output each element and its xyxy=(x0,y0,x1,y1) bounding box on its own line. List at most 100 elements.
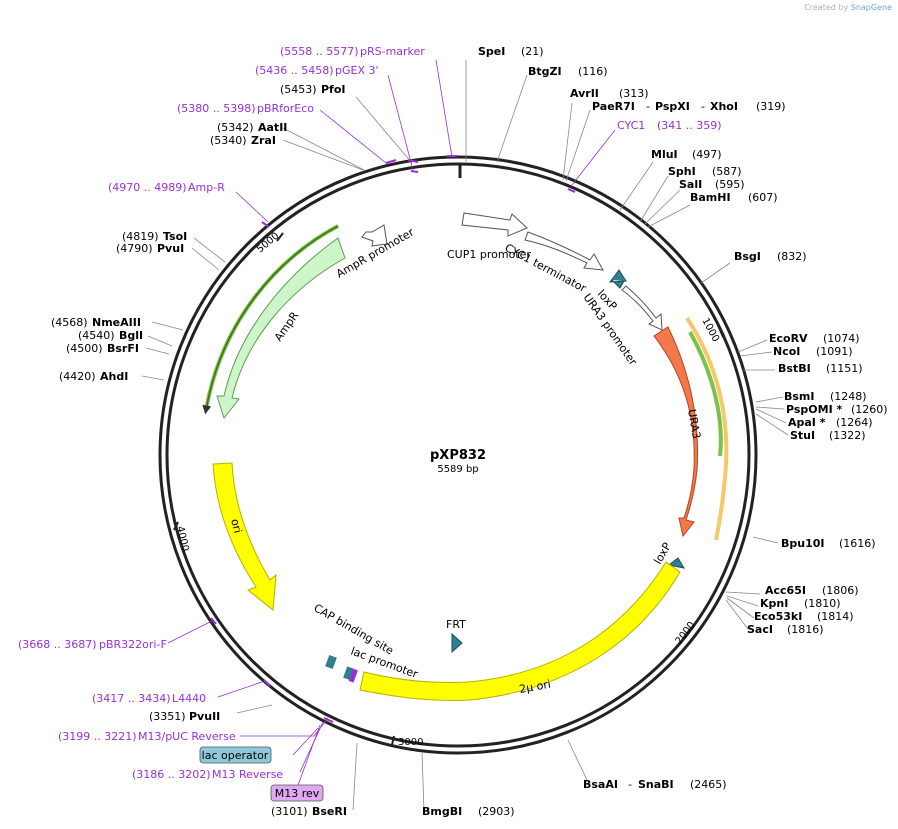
site-sphi[interactable]: SphI(587) xyxy=(668,165,742,178)
site-bseri[interactable]: (3101)BseRI xyxy=(271,805,347,818)
svg-text:BsaAI: BsaAI xyxy=(583,778,618,791)
site-nmeaiii[interactable]: (4568)NmeAIII xyxy=(51,316,141,329)
site-pspomi[interactable]: PspOMI *(1260) xyxy=(786,403,888,416)
ura3-promoter-arrow[interactable] xyxy=(621,285,663,331)
primer-pbrforeco[interactable]: (5380 .. 5398)pBRforEco xyxy=(177,102,314,115)
site-stui[interactable]: StuI (1322) xyxy=(790,429,866,442)
ura3-primer-strip xyxy=(688,331,723,457)
svg-text:SnaBI: SnaBI xyxy=(638,778,674,791)
primer-prs-marker[interactable]: (5558 .. 5577)pRS-marker xyxy=(280,45,425,58)
loxp-top-arrow[interactable] xyxy=(608,269,627,289)
site-mlui[interactable]: MluI(497) xyxy=(651,148,722,161)
tick-4000: 4000 xyxy=(173,521,191,552)
site-aatii[interactable]: (5342)AatII xyxy=(217,121,287,134)
primer-amp-r[interactable]: (4970 .. 4989)Amp-R xyxy=(108,181,225,194)
lac-operator-tag[interactable]: lac operator xyxy=(199,746,272,764)
svg-text:(1151): (1151) xyxy=(826,362,863,375)
svg-text:(2903): (2903) xyxy=(478,805,515,818)
site-pfoi[interactable]: (5453)PfoI xyxy=(280,83,346,96)
svg-text:(4568): (4568) xyxy=(51,316,88,329)
svg-text:AvrII: AvrII xyxy=(570,87,599,100)
credit-prefix: Created by xyxy=(804,3,849,12)
site-apai[interactable]: ApaI *(1264) xyxy=(788,416,873,429)
site-paer7i-pspxi-xhoi[interactable]: PaeR7I - PspXI - XhoI (319) xyxy=(592,100,786,113)
svg-text:(21): (21) xyxy=(521,45,544,58)
svg-text:(3101): (3101) xyxy=(271,805,308,818)
ampr-promoter-arrow[interactable] xyxy=(361,224,388,247)
primer-m13-reverse[interactable]: (3186 .. 3202)M13 Reverse xyxy=(132,768,283,781)
primer-m13-puc-reverse[interactable]: (3199 .. 3221)M13/pUC Reverse xyxy=(58,730,236,743)
site-bamhi[interactable]: BamHI(607) xyxy=(690,191,778,204)
site-bsaai-snabi[interactable]: BsaAI - SnaBI (2465) xyxy=(583,778,727,791)
site-avrii[interactable]: AvrII(313) xyxy=(570,87,649,100)
svg-text:(3186 .. 3202): (3186 .. 3202) xyxy=(132,768,211,781)
svg-text:3000: 3000 xyxy=(398,737,423,748)
site-acc65i[interactable]: Acc65I(1806) xyxy=(765,584,859,597)
site-sali[interactable]: SalI(595) xyxy=(679,178,745,191)
svg-text:(5340): (5340) xyxy=(210,134,247,147)
snapgene-credit: Created by SnapGene xyxy=(804,3,892,12)
svg-text:2000: 2000 xyxy=(674,620,698,647)
svg-text:(4540): (4540) xyxy=(78,329,115,342)
site-bsgi[interactable]: BsgI(832) xyxy=(734,250,807,263)
cyc1-terminator-arrow[interactable] xyxy=(524,231,604,271)
2mu-ori-arrow[interactable] xyxy=(359,561,681,701)
site-tsoi[interactable]: (4819)TsoI xyxy=(122,230,187,243)
site-bpu10i[interactable]: Bpu10I(1616) xyxy=(781,537,876,550)
frt-label: FRT xyxy=(446,618,466,631)
svg-text:(4500): (4500) xyxy=(66,342,103,355)
site-ncoi[interactable]: NcoI (1091) xyxy=(773,345,853,358)
ampr-arrow[interactable] xyxy=(216,237,346,420)
lac-operator-box[interactable] xyxy=(348,668,358,683)
site-ecorv[interactable]: EcoRV(1074) xyxy=(769,332,860,345)
site-pvuii[interactable]: (3351)PvuII xyxy=(149,710,220,723)
svg-text:(1074): (1074) xyxy=(823,332,860,345)
site-spei[interactable]: SpeI(21) xyxy=(478,45,544,58)
site-zrai[interactable]: (5340) ZraI xyxy=(210,134,276,147)
site-kpni[interactable]: KpnI(1810) xyxy=(760,597,841,610)
site-bsmi[interactable]: BsmI(1248) xyxy=(784,390,867,403)
ura3-arrow[interactable] xyxy=(653,326,698,538)
primer-l4440[interactable]: (3417 .. 3434)L4440 xyxy=(92,692,206,705)
svg-text:(3351): (3351) xyxy=(149,710,186,723)
svg-text:ZraI: ZraI xyxy=(251,134,276,147)
svg-text:M13 Reverse: M13 Reverse xyxy=(212,768,283,781)
svg-text:(1091): (1091) xyxy=(816,345,853,358)
svg-text:(1816): (1816) xyxy=(787,623,824,636)
primer-marks xyxy=(210,155,576,723)
svg-text:(5342): (5342) xyxy=(217,121,254,134)
svg-text:(1322): (1322) xyxy=(829,429,866,442)
svg-text:ApaI *: ApaI * xyxy=(788,416,826,429)
site-bgli[interactable]: (4540)BglI xyxy=(78,329,143,342)
svg-text:TsoI: TsoI xyxy=(163,230,187,243)
primer-pbr322ori-f[interactable]: (3668 .. 3687)pBR322ori-F xyxy=(18,638,167,651)
loxp-bottom-arrow[interactable] xyxy=(667,557,686,569)
lac-promoter-box[interactable] xyxy=(343,666,354,681)
site-btgzi[interactable]: BtgZI(116) xyxy=(528,65,608,78)
svg-text:(1248): (1248) xyxy=(830,390,867,403)
site-bstbi[interactable]: BstBI(1151) xyxy=(778,362,863,375)
site-saci[interactable]: SacI(1816) xyxy=(747,623,824,636)
2mu-ori-label: 2µ ori xyxy=(518,678,552,696)
svg-text:CYC1: CYC1 xyxy=(617,119,645,132)
site-ahdi[interactable]: (4420)AhdI xyxy=(59,370,128,383)
cup1-promoter-arrow[interactable] xyxy=(461,212,528,237)
restriction-sites: SpeI(21) BtgZI(116) AvrII(313) PaeR7I - … xyxy=(51,45,888,818)
m13-rev-tag[interactable]: M13 rev xyxy=(270,784,324,802)
primer-cyc1[interactable]: CYC1(341 .. 359) xyxy=(617,119,722,132)
svg-text:(5380 .. 5398): (5380 .. 5398) xyxy=(177,102,256,115)
site-pvui[interactable]: (4790)PvuI xyxy=(116,242,184,255)
cap-binding-site-box[interactable] xyxy=(325,654,337,670)
svg-text:NcoI: NcoI xyxy=(773,345,800,358)
ori-arrow[interactable] xyxy=(212,462,277,611)
primer-pgex3[interactable]: (5436 .. 5458)pGEX 3' xyxy=(255,64,379,77)
svg-text:(4420): (4420) xyxy=(59,370,96,383)
frt-arrow[interactable] xyxy=(451,632,463,654)
svg-text:StuI: StuI xyxy=(790,429,815,442)
site-bmgbi[interactable]: BmgBI(2903) xyxy=(422,805,515,818)
svg-text:L4440: L4440 xyxy=(172,692,206,705)
site-eco53ki[interactable]: Eco53kI(1814) xyxy=(754,610,854,623)
site-bsrfi[interactable]: (4500)BsrFI xyxy=(66,342,139,355)
svg-text:(607): (607) xyxy=(748,191,778,204)
svg-text:(3417 .. 3434): (3417 .. 3434) xyxy=(92,692,171,705)
